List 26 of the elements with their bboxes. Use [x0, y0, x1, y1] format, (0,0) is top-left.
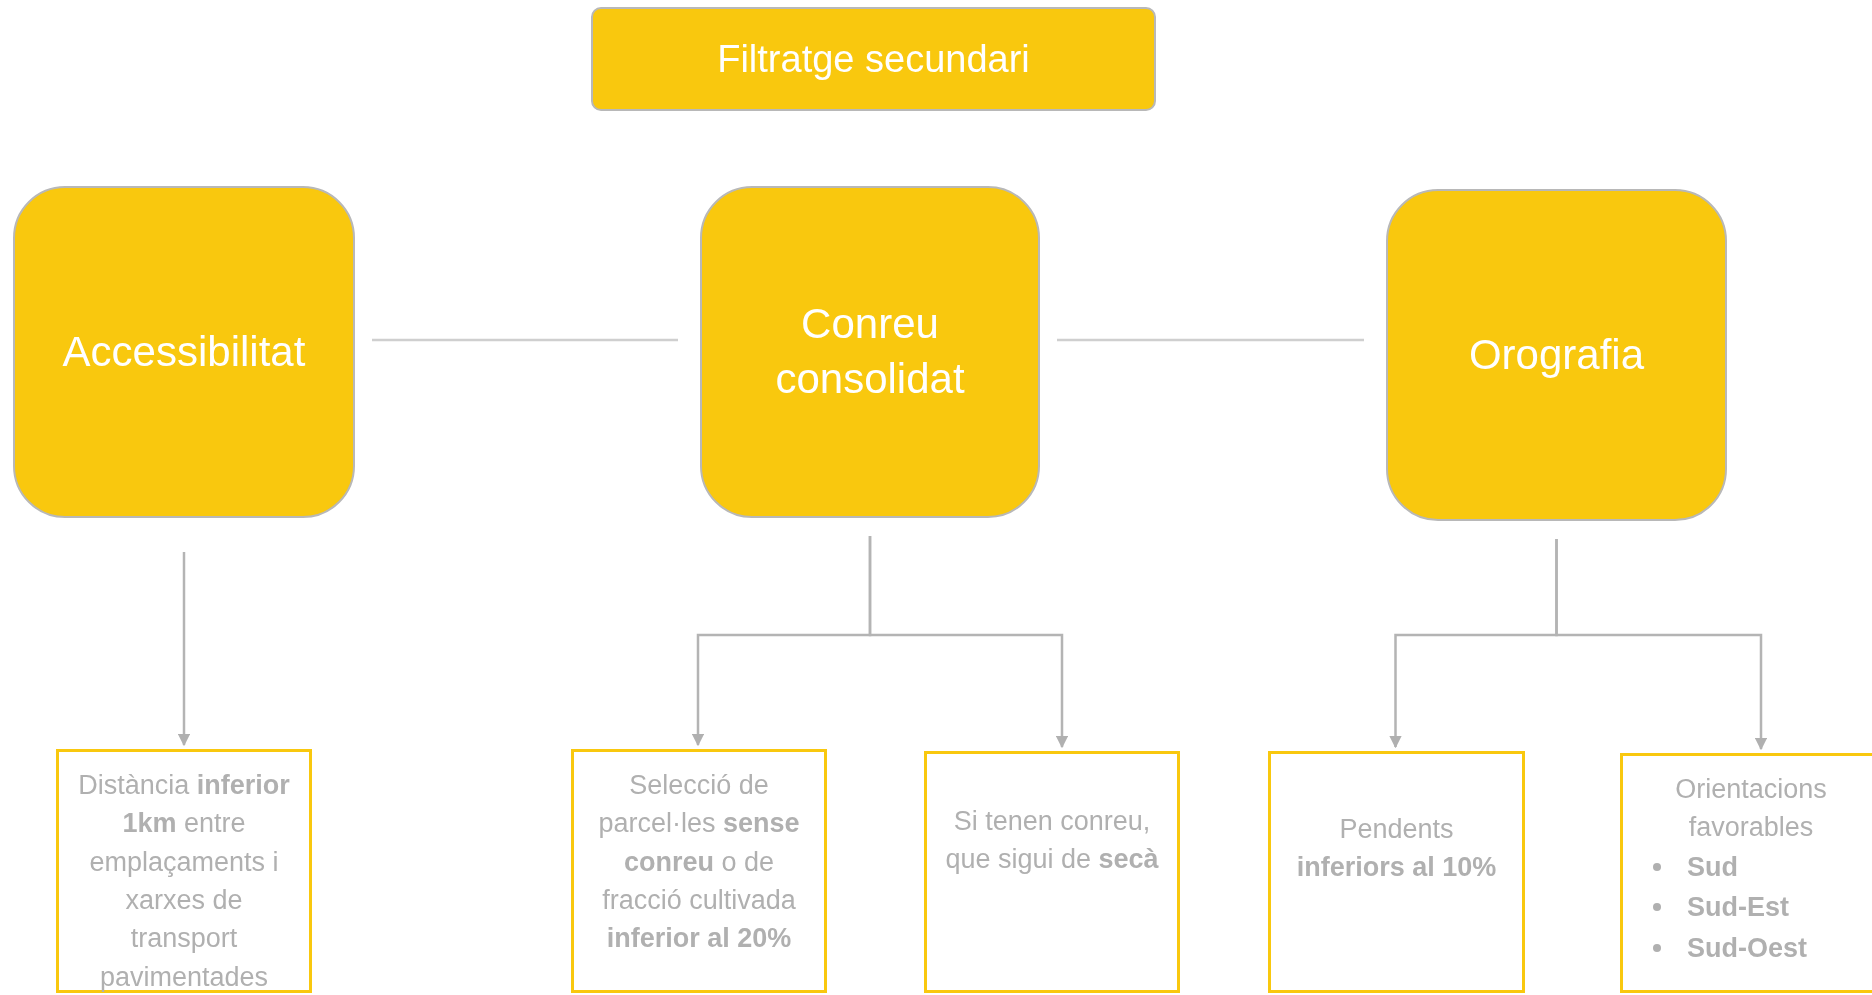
node-text: Si tenen conreu, que sigui de secà [944, 805, 1160, 877]
title-box [591, 7, 1156, 111]
connector-line [372, 338, 678, 342]
arrow [1555, 539, 1768, 751]
arrow [868, 536, 1069, 749]
criterion-box [56, 749, 312, 993]
node-text: Filtratge secundari [717, 37, 1030, 81]
criterion-box [1620, 753, 1872, 993]
list-item: Sud [1687, 850, 1738, 884]
criterion-box [924, 751, 1180, 993]
arrow [177, 552, 191, 747]
node-text: Conreu consolidat [774, 299, 966, 404]
category-box [1386, 189, 1727, 521]
category-box [13, 186, 355, 518]
node-text: Orientacions favorables [1674, 773, 1828, 845]
criterion-box [571, 749, 827, 993]
connector-line [1057, 338, 1364, 342]
node-text: Selecció de parcel·les sense conreu o de fracció cultivada inferior al 20% [597, 769, 801, 956]
category-box [700, 186, 1040, 518]
node-text: Accessibilitat [62, 326, 306, 377]
list-item: Sud-Est [1687, 891, 1789, 925]
node-text: Pendents inferiors al 10% [1295, 813, 1498, 885]
list-item: Sud-Oest [1687, 931, 1807, 965]
criterion-box [1268, 751, 1525, 993]
node-text: Distància inferior 1km entre emplaçaments i xarxes de transport pavimentades [77, 769, 291, 994]
node-text: Orografia [1468, 329, 1645, 380]
